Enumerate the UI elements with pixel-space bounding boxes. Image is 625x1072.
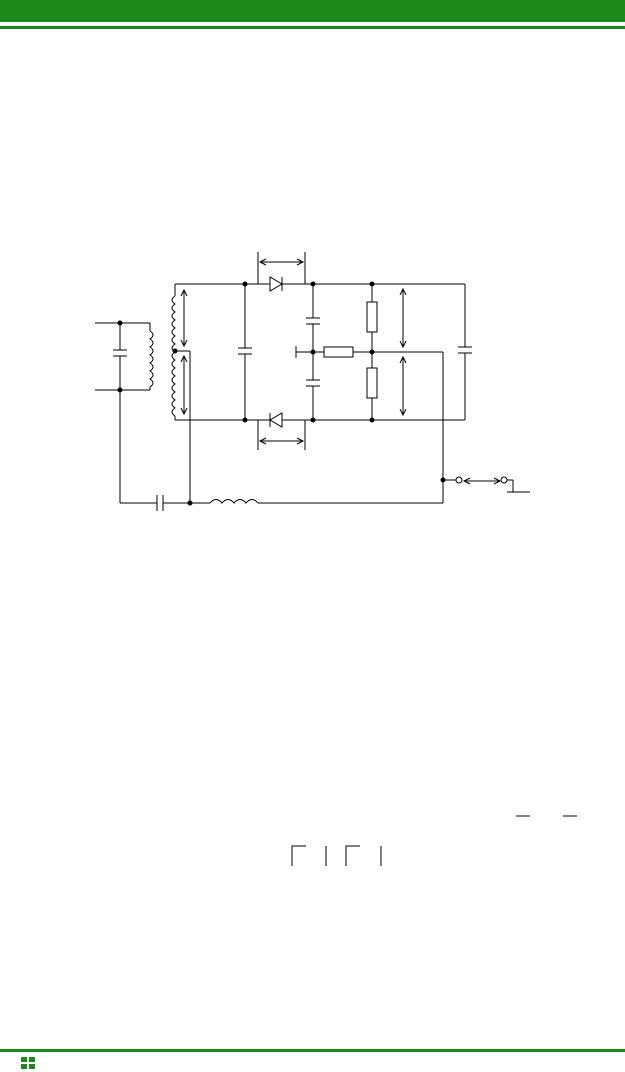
series-inductor <box>210 500 258 504</box>
top-diode <box>258 252 305 291</box>
secondary-winding <box>172 284 245 503</box>
header-bar <box>0 0 625 22</box>
return-line <box>120 390 443 511</box>
formula-fragment <box>280 800 590 880</box>
input-lc-circuit <box>95 320 153 393</box>
footer-rule <box>0 1049 625 1052</box>
primary-winding <box>150 331 153 387</box>
output-capacitor <box>458 284 472 420</box>
left-capacitor <box>238 281 252 423</box>
series-resistor <box>324 347 353 357</box>
bracket-1 <box>292 846 306 866</box>
header-rule <box>0 26 625 29</box>
middle-capacitors <box>296 281 443 423</box>
bracket-2 <box>346 846 360 866</box>
circuit-diagram <box>0 240 625 520</box>
resistor-divider <box>367 281 406 423</box>
bottom-diode <box>258 413 305 450</box>
publisher-logo-icon <box>20 1056 36 1070</box>
output-terminals <box>440 352 530 503</box>
